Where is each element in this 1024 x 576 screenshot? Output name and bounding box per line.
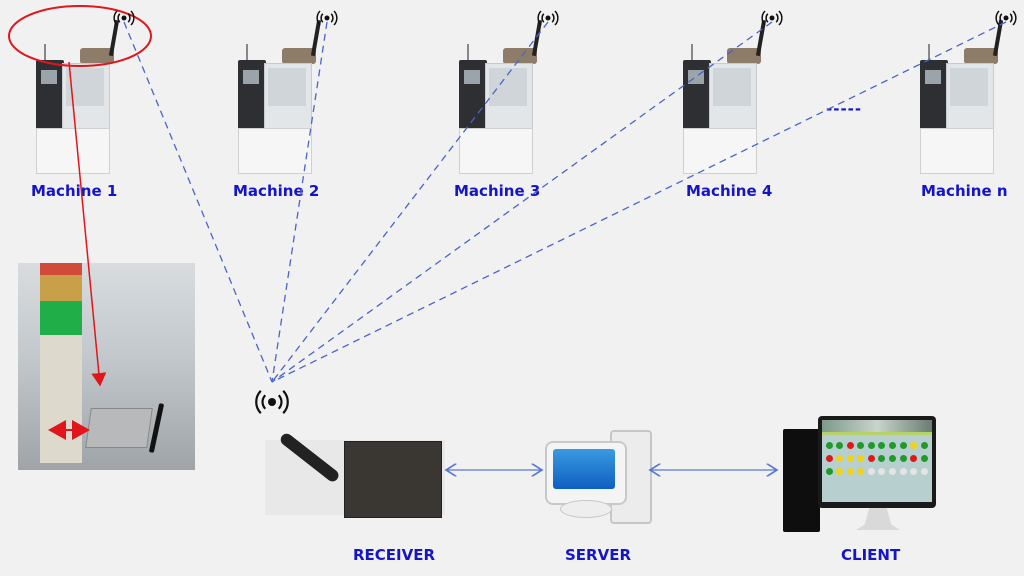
status-dot	[889, 468, 897, 475]
sensor-device	[727, 48, 761, 64]
ellipsis-more-machines: -----	[826, 100, 863, 118]
wireless-link-n	[271, 21, 1007, 383]
wifi-signal-icon	[537, 10, 559, 26]
status-dot	[920, 455, 928, 462]
wifi-signal-icon	[113, 10, 135, 26]
server-label: SERVER	[565, 546, 632, 564]
machine-1	[36, 8, 120, 178]
receiver-label: RECEIVER	[353, 546, 436, 564]
wireless-link-2	[271, 21, 328, 383]
status-dot	[867, 442, 875, 449]
status-dot	[889, 455, 897, 462]
status-dot	[899, 442, 907, 449]
status-dot	[825, 455, 833, 462]
sensor-device	[503, 48, 537, 64]
dashboard-banner	[822, 420, 932, 432]
wifi-signal-icon	[316, 10, 338, 26]
server-stand	[560, 500, 612, 518]
status-dot	[825, 468, 833, 475]
status-dot	[825, 442, 833, 449]
status-dot	[846, 468, 854, 475]
machine-2	[238, 8, 322, 178]
status-dot	[878, 442, 886, 449]
status-dot	[910, 468, 918, 475]
machine-4	[683, 8, 767, 178]
wifi-signal-icon	[255, 390, 289, 414]
wifi-signal-icon	[761, 10, 783, 26]
status-dot	[857, 455, 865, 462]
receiver-device	[344, 441, 442, 518]
wireless-link-3	[271, 21, 549, 383]
status-dot	[889, 442, 897, 449]
sensor-device	[80, 48, 114, 64]
status-dot	[899, 455, 907, 462]
wireless-link-4	[271, 21, 773, 383]
zoom-callout-line	[68, 61, 107, 387]
server-screen	[553, 449, 615, 489]
wireless-link-1	[123, 21, 273, 383]
sensor-device	[964, 48, 998, 64]
machine-label-2: Machine 2	[233, 182, 320, 200]
status-dot	[899, 468, 907, 475]
dashboard-toolbar	[822, 432, 932, 435]
status-dot	[910, 442, 918, 449]
status-dot	[878, 468, 886, 475]
status-dot	[867, 455, 875, 462]
wifi-signal-icon	[995, 10, 1017, 26]
machine-label-3: Machine 3	[454, 182, 541, 200]
status-dot	[920, 442, 928, 449]
status-dot	[920, 468, 928, 475]
status-dot	[878, 455, 886, 462]
status-dot	[846, 455, 854, 462]
machine-status-grid	[824, 441, 929, 476]
machine-n	[920, 8, 1004, 178]
status-dot	[910, 455, 918, 462]
status-dot	[857, 468, 865, 475]
sensor-device	[282, 48, 316, 64]
machine-3	[459, 8, 543, 178]
machine-label-4: Machine 4	[686, 182, 773, 200]
status-dot	[836, 468, 844, 475]
status-dot	[857, 442, 865, 449]
status-dot	[867, 468, 875, 475]
highlight-ellipse	[8, 5, 152, 67]
status-dot	[836, 442, 844, 449]
status-dot	[836, 455, 844, 462]
client-label: CLIENT	[841, 546, 901, 564]
client-pc-tower	[783, 429, 820, 532]
machine-label-n: Machine n	[921, 182, 1008, 200]
status-dot	[846, 442, 854, 449]
machine-label-1: Machine 1	[31, 182, 118, 200]
